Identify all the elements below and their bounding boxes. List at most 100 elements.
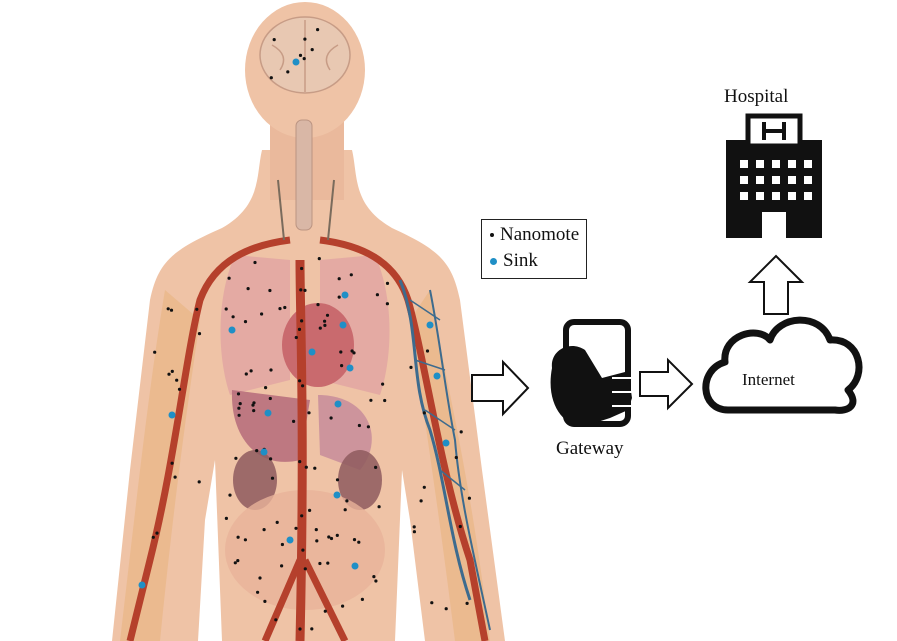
nanomote-dots: [151, 28, 471, 631]
sink-dot: [334, 400, 342, 408]
nanomote-dot: [234, 456, 238, 460]
arrow-up-icon: [747, 254, 805, 315]
nanomote-dot: [173, 475, 177, 479]
nanomote-dot: [197, 332, 202, 336]
sink-dot: [138, 581, 146, 589]
sink-dot: [292, 58, 300, 66]
nanomote-dot: [360, 597, 364, 602]
nanomote-dot: [268, 396, 272, 401]
nanomote-dot: [272, 38, 276, 42]
nanomote-dot: [377, 505, 381, 509]
nanomote-dot: [323, 323, 327, 327]
hospital-window: [740, 192, 748, 200]
nanomote-dot: [283, 305, 287, 310]
right-arm-vein-2: [429, 289, 491, 631]
nanomote-dot: [316, 28, 320, 32]
nanomote-dot: [301, 384, 305, 388]
nanomote-dot: [153, 350, 157, 354]
left-arm-artery: [126, 236, 291, 641]
nanomote-dot: [327, 535, 331, 539]
nanomote-dot: [350, 349, 354, 353]
nanomote-dot: [465, 601, 469, 606]
arrow-right-icon: [639, 357, 694, 411]
nanomote-dot: [357, 540, 361, 544]
nanomote-dot: [375, 293, 379, 297]
nanomote-dot: [422, 485, 426, 489]
nanomote-dot: [228, 493, 232, 497]
nanomote-dot: [343, 508, 347, 512]
nanomote-dot: [275, 520, 279, 525]
right-arm-artery: [319, 236, 489, 641]
nanomote-dot: [197, 480, 201, 484]
nanomote-dot: [349, 273, 353, 277]
nanomote-dot: [310, 48, 314, 52]
sink-dot: [286, 536, 294, 544]
nanomote-dot: [345, 499, 349, 503]
nanomote-dot: [422, 411, 426, 415]
nanomote-dot: [374, 579, 378, 583]
hospital-window: [804, 160, 812, 168]
sink-dot: [264, 409, 272, 417]
gateway-label: Gateway: [556, 438, 624, 459]
aorta: [295, 259, 307, 641]
left-lung: [220, 255, 290, 395]
nanomote-dot: [236, 559, 240, 563]
nanomote-dot: [224, 516, 228, 521]
nanomote-dot: [329, 536, 334, 541]
legend-item-sink: Sink: [490, 250, 538, 272]
legend-item-nanomote: Nanomote: [490, 224, 579, 246]
nanomote-dot: [315, 539, 319, 543]
nanomote-dot: [302, 57, 306, 61]
nanomote-dot: [251, 403, 255, 407]
nanomote-dot: [337, 277, 341, 281]
sink-dot: [308, 348, 316, 356]
nanomote-dot: [263, 599, 267, 604]
sink-dot: [228, 326, 236, 334]
nanomote-dot: [258, 576, 262, 580]
liver: [231, 390, 310, 462]
trachea: [295, 119, 313, 231]
nanomote-dot: [236, 535, 240, 539]
brain-fold: [271, 20, 339, 92]
nanomote-dot: [177, 387, 182, 391]
sink-dot: [426, 321, 434, 329]
nanomote-dot: [269, 368, 273, 372]
nanomote-dot: [233, 561, 237, 565]
hospital-window: [772, 160, 780, 168]
nanomote-dot: [292, 419, 296, 423]
sink-dot: [341, 291, 349, 299]
nanomote-dot: [236, 392, 241, 396]
nanomote-dot: [298, 627, 302, 631]
nanomote-dot: [340, 364, 344, 368]
nanomote-dot: [374, 465, 378, 469]
nanomote-dot: [249, 369, 253, 373]
sink-dot: [346, 364, 354, 372]
nanomote-dot: [303, 37, 307, 41]
nanomote-dot: [329, 416, 333, 420]
nanomote-dot: [335, 478, 340, 482]
nanomote-dot: [314, 528, 318, 532]
nanomote-dot: [337, 295, 341, 299]
hospital-window: [804, 176, 812, 184]
nanomote-dot: [303, 567, 307, 571]
nanomote-dot: [444, 607, 448, 611]
nanomote-dot: [246, 287, 250, 291]
nanomote-dot: [339, 350, 343, 354]
sink-dot: [433, 372, 441, 380]
nanomote-dot: [262, 528, 266, 532]
sink-dot: [351, 562, 359, 570]
sink-dot: [442, 439, 450, 447]
nanomote-dot: [425, 349, 430, 353]
nanomote-dot: [170, 461, 174, 465]
nanomote-dot: [366, 425, 370, 429]
nanomote-dot: [369, 398, 373, 402]
nanomote-dot: [412, 525, 416, 529]
arrow-right-icon: [471, 359, 530, 417]
nanomote-dot: [357, 423, 361, 428]
nanomote-dot: [419, 499, 423, 503]
nanomote-dot: [412, 530, 416, 534]
nanomote-dot: [300, 266, 304, 271]
hospital-building-icon: [726, 113, 822, 238]
hospital-window: [772, 176, 780, 184]
nanomote-dot: [280, 564, 284, 568]
